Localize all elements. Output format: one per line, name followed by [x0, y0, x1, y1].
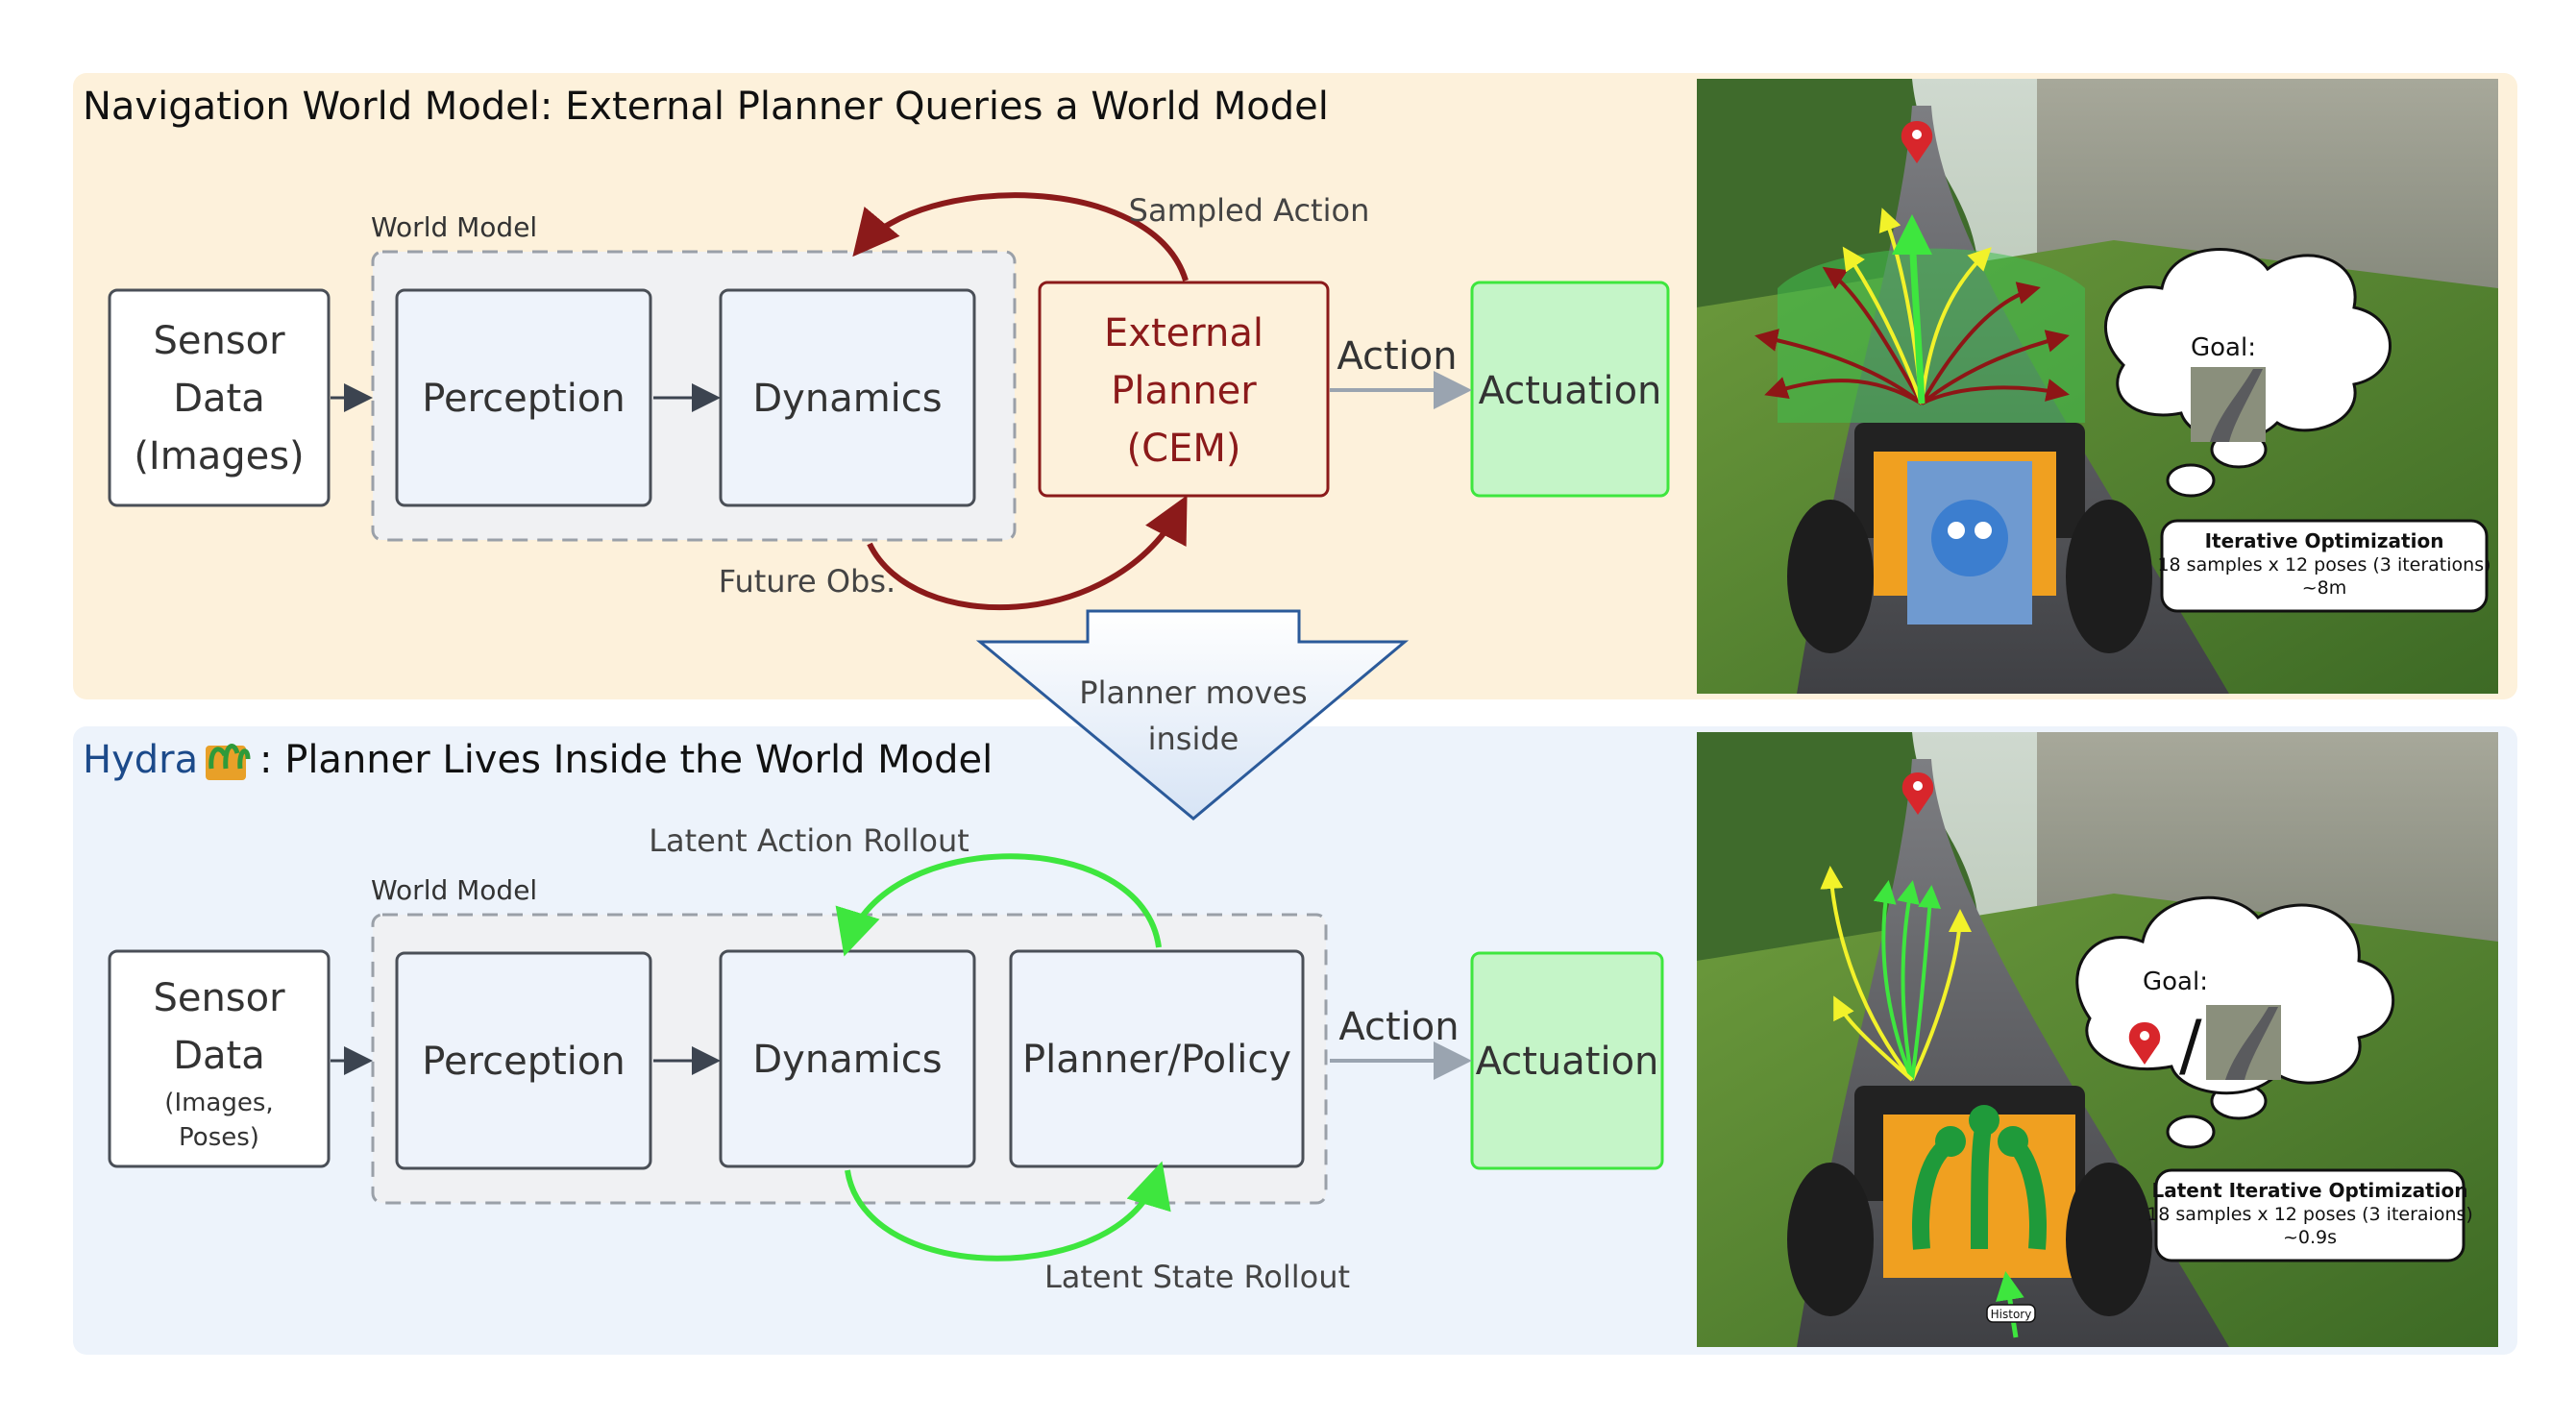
top-box-title: Iterative Optimization	[2205, 529, 2444, 552]
bottom-perception-box	[395, 951, 652, 1170]
actuation-label: Actuation	[1479, 369, 1662, 413]
bottom-box-line1: 18 samples x 12 poses (3 iteraions)	[2147, 1204, 2473, 1225]
bottom-sensor-line-4: Poses)	[179, 1123, 259, 1152]
goal-separator: /	[2179, 1006, 2202, 1085]
history-tag	[1986, 1304, 2036, 1323]
top-robot-photo: Goal: Iterative Optimization 18 samples …	[1697, 79, 2498, 694]
action-label: Action	[1337, 334, 1457, 379]
actuation-box	[1470, 281, 1670, 498]
latent-action-rollout-arrow	[835, 853, 1162, 957]
top-panel: Navigation World Model: External Planner…	[73, 73, 2517, 699]
sampled-action-arrow	[852, 192, 1189, 282]
latent-action-rollout-label: Latent Action Rollout	[649, 822, 969, 859]
goal-pin-icon	[2128, 1022, 2161, 1065]
bottom-sensor-data-box	[108, 949, 331, 1168]
bottom-sensor-line-1: Sensor	[153, 976, 285, 1020]
perception-box	[395, 288, 652, 507]
bottom-actuation-label: Actuation	[1476, 1040, 1659, 1084]
bottom-goal-thought-bubble: Goal: /	[2075, 895, 2395, 1149]
planner-moves-inside-arrow: Planner moves inside	[975, 609, 1410, 821]
bottom-box-line2: ~0.9s	[2283, 1227, 2337, 1248]
iterative-optimization-box	[2160, 519, 2489, 613]
bottom-world-model-label: World Model	[371, 874, 537, 906]
transition-line-1: Planner moves	[1079, 674, 1307, 711]
sensor-line-2: Data	[173, 377, 265, 421]
planner-line-1: External	[1104, 311, 1263, 355]
top-panel-title: Navigation World Model: External Planner…	[83, 85, 1329, 129]
sampled-action-label: Sampled Action	[1129, 192, 1370, 229]
world-model-label: World Model	[371, 211, 537, 243]
planner-policy-label: Planner/Policy	[1022, 1038, 1291, 1082]
latent-state-rollout-label: Latent State Rollout	[1044, 1259, 1350, 1295]
sensor-data-box	[108, 288, 331, 507]
transition-line-2: inside	[1148, 721, 1239, 757]
perception-label: Perception	[422, 377, 625, 421]
goal-thought-bubble: Goal:	[2104, 248, 2392, 498]
bottom-goal-label: Goal:	[2143, 968, 2208, 996]
top-goal-label: Goal:	[2191, 333, 2256, 362]
planner-line-2: Planner	[1111, 369, 1257, 413]
top-box-line2: ~8m	[2302, 577, 2347, 599]
dynamics-box	[719, 288, 976, 507]
bottom-sensor-line-3: (Images,	[164, 1089, 273, 1117]
bottom-action-label: Action	[1338, 1005, 1459, 1049]
bottom-box-title: Latent Iterative Optimization	[2152, 1179, 2468, 1202]
sensor-line-1: Sensor	[153, 319, 285, 363]
bottom-sensor-line-2: Data	[173, 1034, 265, 1078]
sensor-line-3: (Images)	[134, 434, 304, 478]
bottom-actuation-box	[1470, 951, 1664, 1170]
bottom-robot-photo: History Goal: / Latent Iterative Optimiz…	[1697, 732, 2498, 1347]
future-obs-arrow	[867, 495, 1188, 611]
future-obs-label: Future Obs.	[719, 563, 895, 600]
dynamics-label: Dynamics	[752, 377, 942, 421]
hydra-title-rest: : Planner Lives Inside the World Model	[259, 738, 993, 782]
latent-state-rollout-arrow	[845, 1161, 1171, 1262]
history-label: History	[1991, 1308, 2032, 1321]
latent-iterative-optimization-box	[2154, 1168, 2466, 1262]
hydra-icon	[206, 744, 251, 780]
bottom-perception-label: Perception	[422, 1040, 625, 1084]
bottom-panel: Hydra : Planner Lives Inside the World M…	[73, 726, 2517, 1355]
top-box-line1: 18 samples x 12 poses (3 iterations)	[2157, 554, 2490, 576]
planner-line-3: (CEM)	[1127, 427, 1241, 471]
bottom-dynamics-label: Dynamics	[752, 1038, 942, 1082]
hydra-title-name: Hydra	[83, 738, 198, 782]
